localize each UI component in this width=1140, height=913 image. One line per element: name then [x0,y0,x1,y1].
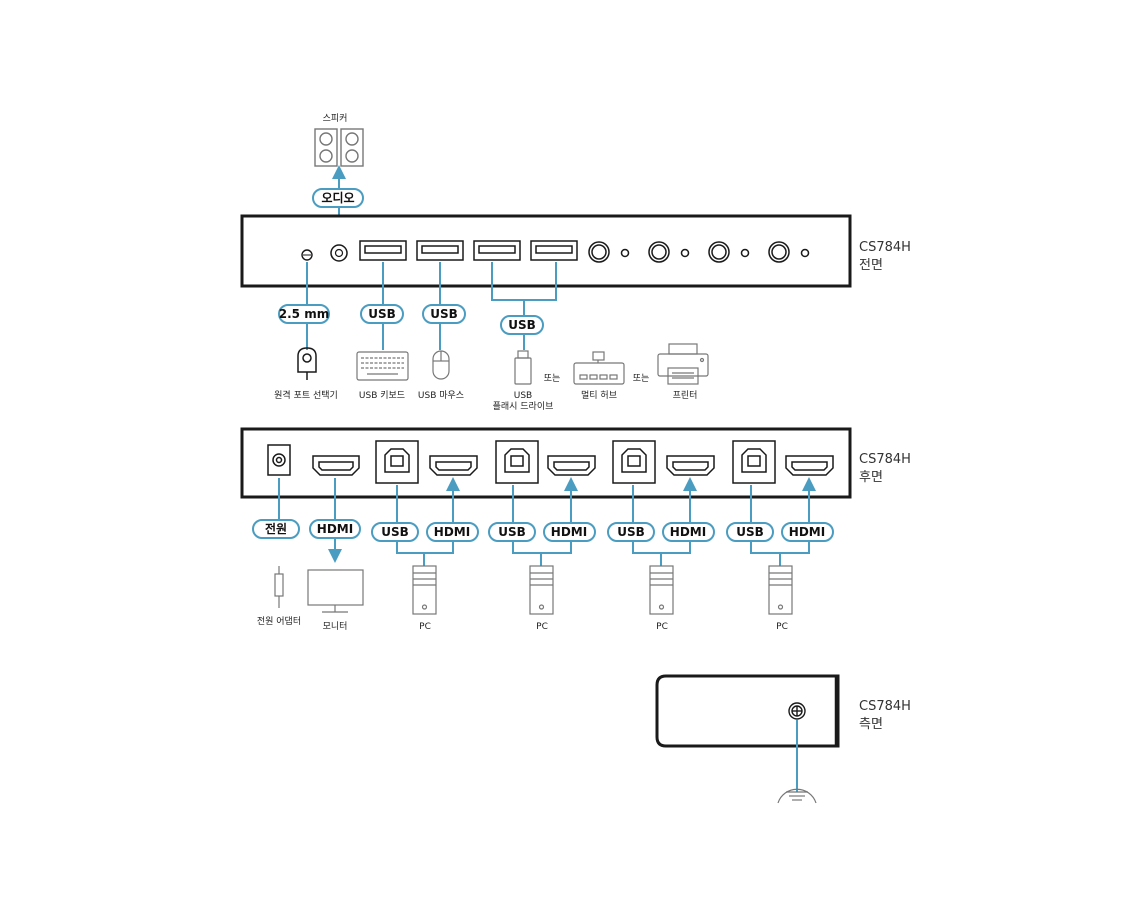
hdmi-label: HDMI [317,522,353,536]
audio-pill: 오디오 [312,188,364,208]
power-jack-icon [267,444,291,476]
pc-tower-icon [768,565,793,615]
keyboard-caption: USB 키보드 [359,390,405,401]
power-adapter-icon [274,566,284,608]
monitor-icon [307,569,364,613]
usb-b-port-icon [495,440,539,484]
rear-view: CS784H 후면 [240,427,911,632]
mouse-icon [432,350,450,380]
remote-label: 2.5 mm [279,307,329,321]
usb-b-port-icon [732,440,776,484]
hdmi-pill: HDMI [309,519,361,539]
remote-caption: 원격 포트 선택기 [274,389,338,401]
hdmi-pill: HDMI [543,522,596,542]
usb-label: USB [368,307,396,321]
pc-tower-icon [649,565,674,615]
hdmi-label: HDMI [789,525,825,539]
usb-label: USB [508,318,536,332]
usb-a-port-icon [416,240,464,261]
rear-chassis [240,427,852,499]
port-button-icon [768,241,810,263]
rear-connection-lines [278,477,816,566]
usb-pill: USB [360,304,404,324]
usb-label: USB [381,525,409,539]
front-model-label: CS784H [859,240,911,255]
hdmi-port-icon [547,455,596,476]
or-text: 또는 [633,373,650,384]
flash-drive-icon [514,350,532,385]
mouse-caption: USB 마우스 [418,390,464,401]
usb-label: USB [736,525,764,539]
usb-a-port-icon [473,240,521,261]
flash-caption-2: 플래시 드라이브 [493,401,554,412]
front-chassis [240,214,852,288]
adapter-caption: 전원 어댑터 [257,616,301,627]
usb-pill: USB [500,315,544,335]
pc-tower-icon [412,565,437,615]
usb-pill: USB [607,522,655,542]
pc-caption: PC [776,622,788,632]
pc-caption: PC [419,622,431,632]
flash-caption-1: USB [514,391,532,401]
power-label: 전원 [265,521,287,536]
side-model-label: CS784H [859,699,911,714]
usb-label: USB [430,307,458,321]
audio-jack-icon [330,244,348,262]
usb-pill: USB [371,522,419,542]
monitor-caption: 모니터 [323,621,348,632]
hdmi-label: HDMI [670,525,706,539]
ground-symbol-icon [777,788,817,804]
remote-pill: 2.5 mm [278,304,330,324]
power-pill: 전원 [252,519,300,539]
hdmi-label: HDMI [551,525,587,539]
audio-label: 오디오 [321,190,354,205]
printer-icon [657,343,709,385]
speaker-icon [314,128,364,167]
rear-view-label: 후면 [859,470,883,485]
rear-model-label: CS784H [859,452,911,467]
port-button-icon [708,241,750,263]
hdmi-port-icon [312,455,360,476]
front-view-label: 전면 [859,258,883,273]
usb-pill: USB [726,522,774,542]
hdmi-label: HDMI [434,525,470,539]
usb-pill: USB [422,304,466,324]
pc-tower-icon [529,565,554,615]
keyboard-icon [356,351,409,381]
ground-screw-icon [788,702,806,720]
hdmi-pill: HDMI [426,522,479,542]
usb-pill: USB [488,522,536,542]
hdmi-pill: HDMI [662,522,715,542]
or-text: 또는 [544,373,561,384]
usb-b-port-icon [375,440,419,484]
usb-label: USB [617,525,645,539]
hub-caption: 멀티 허브 [581,389,617,401]
usb-b-port-icon [612,440,656,484]
side-view: CS784H 측면 [655,674,911,804]
remote-selector-icon [297,347,317,380]
usb-label: USB [498,525,526,539]
remote-port-icon [301,249,313,261]
hdmi-port-icon [785,455,834,476]
hdmi-pill: HDMI [781,522,834,542]
hdmi-port-icon [666,455,715,476]
speaker-caption: 스피커 [323,113,348,124]
pc-caption: PC [656,622,668,632]
usb-a-port-icon [359,240,407,261]
pc-caption: PC [536,622,548,632]
front-view: 스피커 오디오 CS784H 전면 [240,113,911,412]
printer-caption: 프린터 [673,390,698,401]
side-chassis [655,674,840,748]
hdmi-port-icon [429,455,478,476]
port-button-icon [588,241,630,263]
hub-icon [573,351,625,385]
usb-a-port-icon [530,240,578,261]
port-button-icon [648,241,690,263]
side-view-label: 측면 [859,717,883,732]
